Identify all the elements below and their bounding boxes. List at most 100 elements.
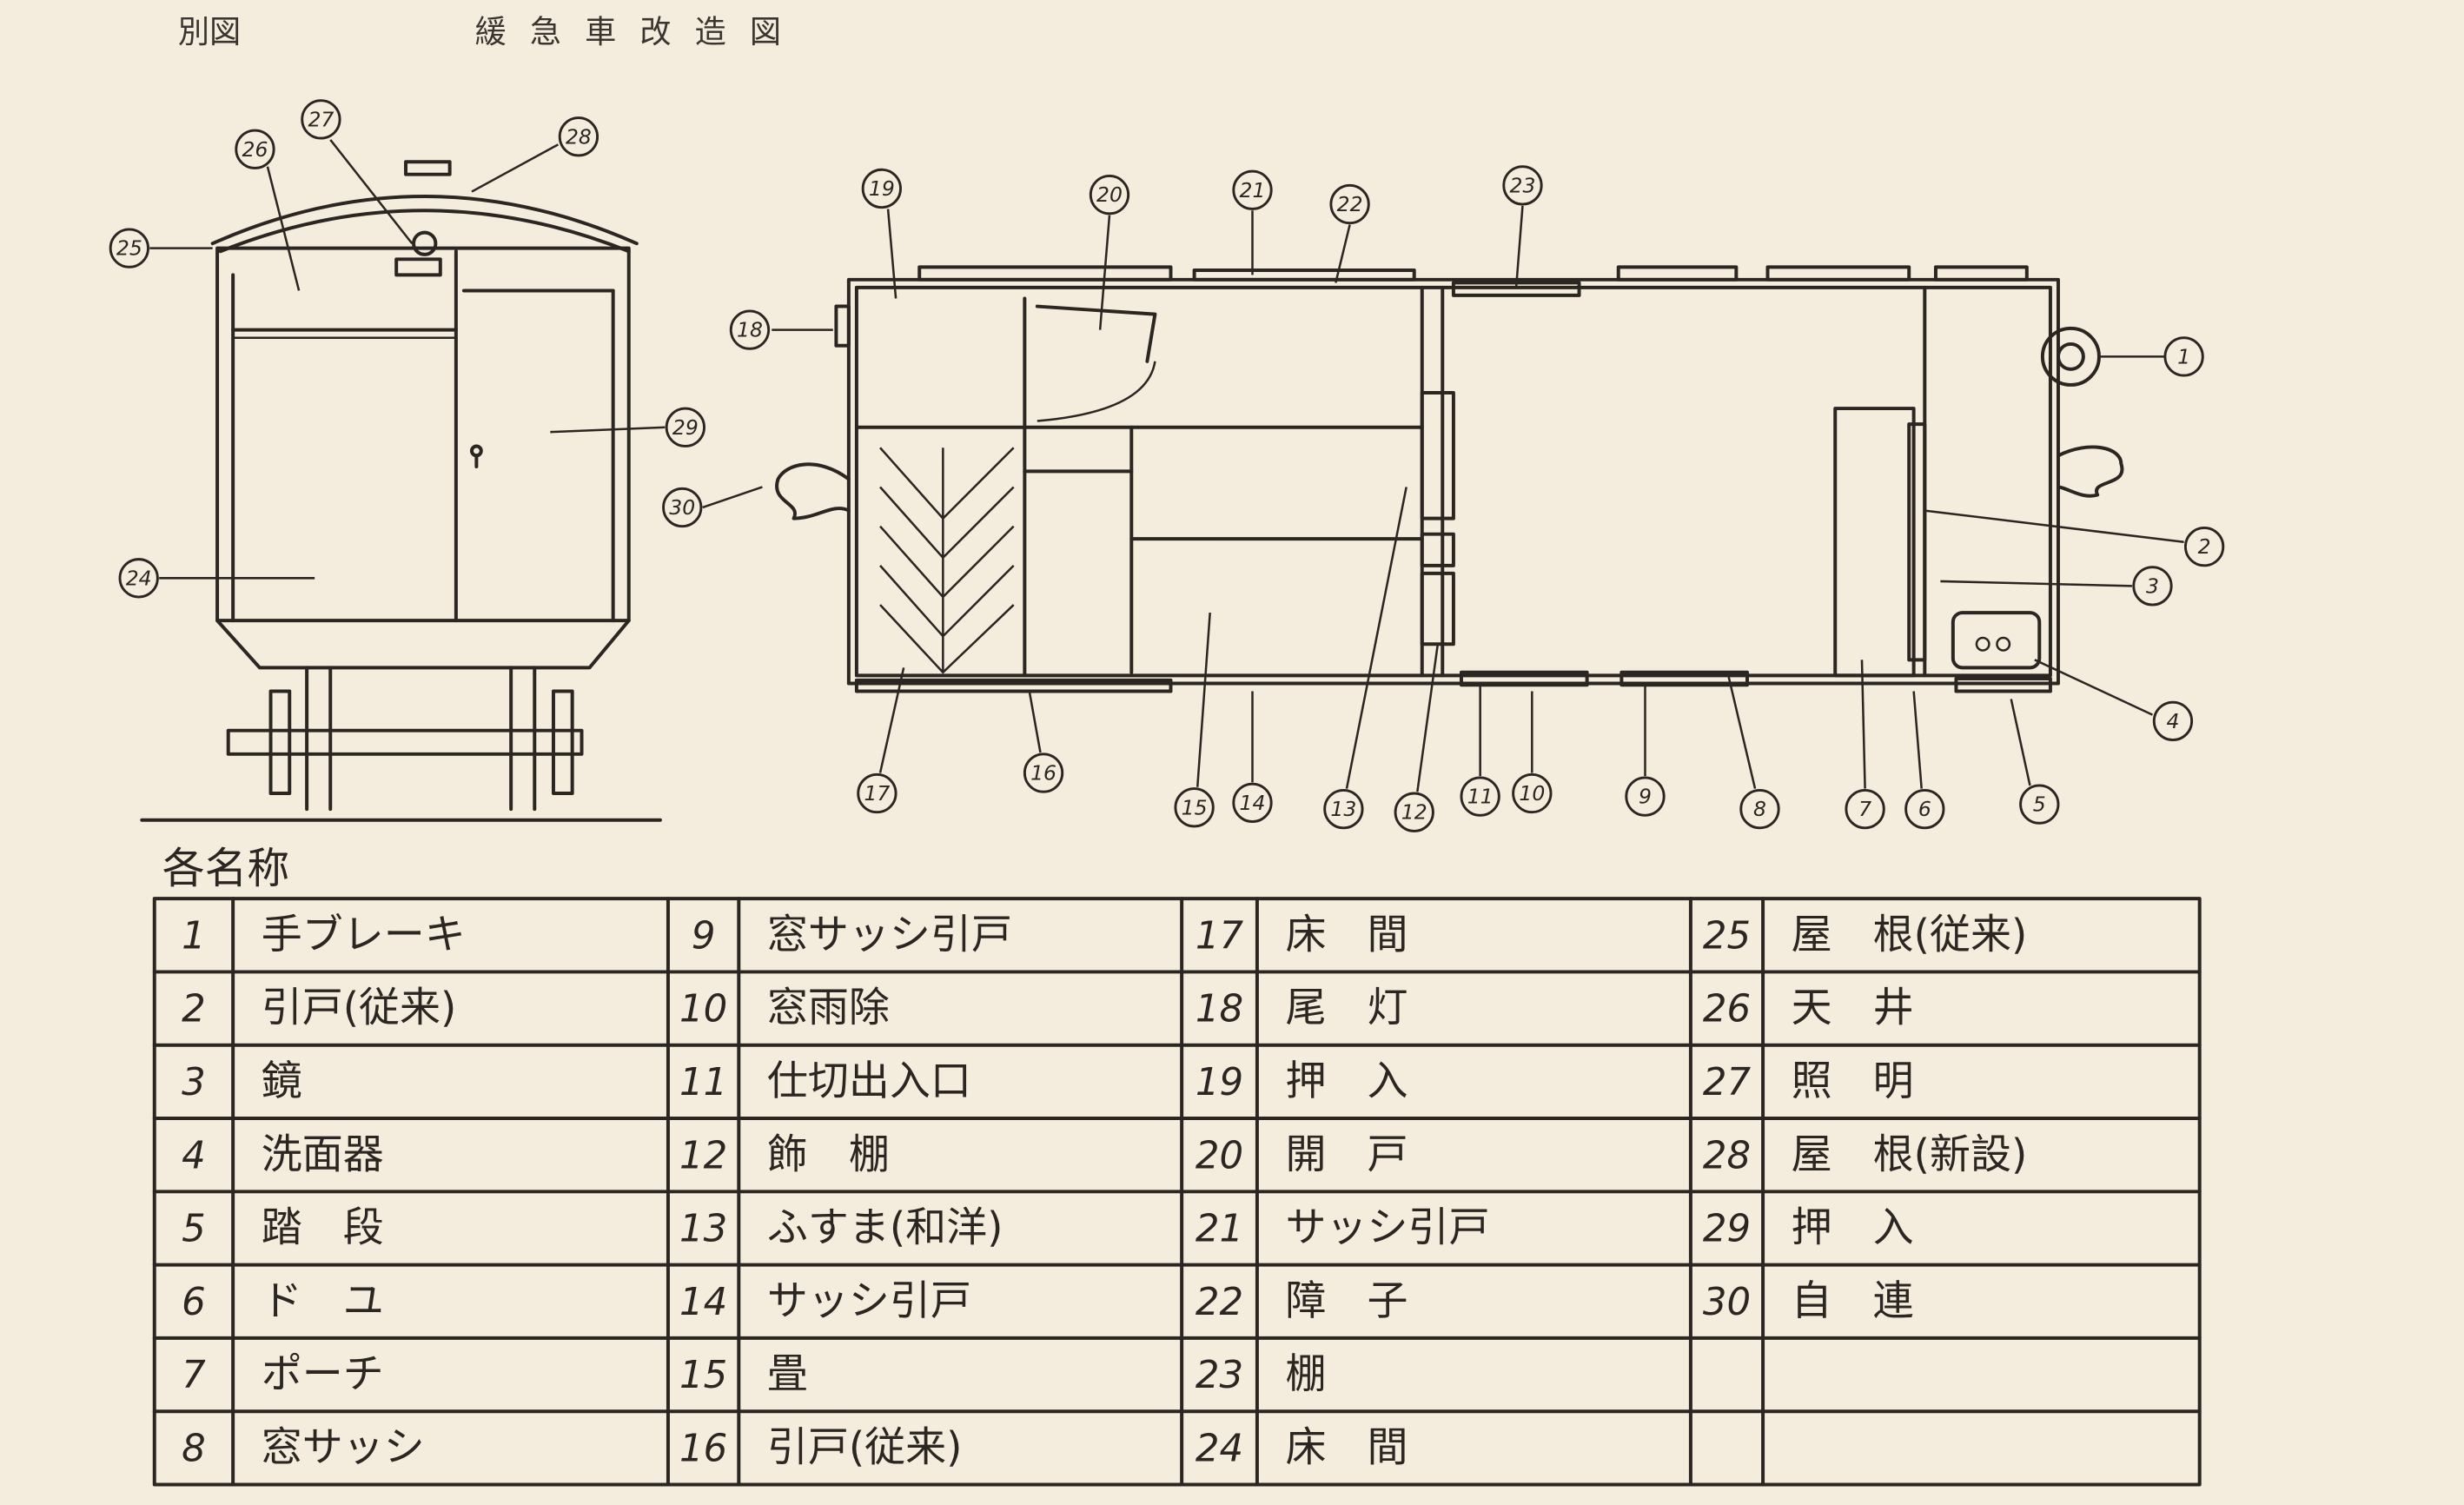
legend-item-number: 8 bbox=[182, 1428, 206, 1471]
callout-30: 30 bbox=[662, 487, 703, 528]
callout-17: 17 bbox=[857, 772, 898, 814]
svg-text:8: 8 bbox=[1753, 797, 1766, 821]
legend-item-name: 屋 根(従来) bbox=[1792, 911, 2028, 958]
svg-text:25: 25 bbox=[116, 236, 142, 261]
callout-28: 28 bbox=[558, 116, 599, 157]
svg-text:18: 18 bbox=[737, 318, 763, 342]
leader-lines bbox=[149, 139, 2184, 792]
figure-title: 緩急車改造図 bbox=[475, 13, 805, 50]
coupler-right bbox=[2056, 445, 2124, 498]
legend-item-number: 1 bbox=[182, 914, 206, 958]
legend-item-number: 23 bbox=[1196, 1354, 1243, 1397]
callout-8: 8 bbox=[1739, 788, 1780, 830]
legend-item-name: ポーチ bbox=[262, 1350, 384, 1398]
svg-text:13: 13 bbox=[1330, 797, 1356, 821]
legend-item-name: 鏡 bbox=[262, 1057, 302, 1105]
callout-11: 11 bbox=[1460, 776, 1500, 817]
legend-item-number: 18 bbox=[1196, 988, 1243, 1031]
legend-item-number: 15 bbox=[679, 1354, 727, 1397]
figure-label: 別図 bbox=[178, 13, 241, 50]
window-strips bbox=[854, 265, 2052, 693]
svg-text:14: 14 bbox=[1240, 791, 1266, 815]
legend-item-name: 照 明 bbox=[1792, 1057, 1914, 1105]
legend-item-name: 押 入 bbox=[1792, 1204, 1914, 1252]
callout-5: 5 bbox=[2019, 784, 2060, 825]
svg-text:1: 1 bbox=[2177, 344, 2190, 368]
legend-item-name: ふすま(和洋) bbox=[767, 1204, 1003, 1252]
legend-item-name: ド ユ bbox=[262, 1277, 384, 1325]
svg-text:9: 9 bbox=[1639, 785, 1652, 809]
legend-item-number: 4 bbox=[182, 1134, 206, 1177]
legend-item-name: 床 間 bbox=[1285, 1424, 1408, 1472]
legend-item-number: 14 bbox=[679, 1281, 727, 1324]
legend-item-name: 窓サッシ引戸 bbox=[767, 911, 1012, 958]
legend-item-number: 24 bbox=[1196, 1428, 1243, 1471]
svg-text:3: 3 bbox=[2146, 573, 2159, 598]
coupler-left bbox=[775, 462, 851, 520]
svg-text:5: 5 bbox=[2033, 792, 2046, 817]
callout-25: 25 bbox=[109, 228, 149, 269]
legend-item-number: 25 bbox=[1703, 914, 1751, 958]
hand-brake-wheel bbox=[2040, 326, 2101, 387]
callout-markers: 1 2 3 4 5 6 7 8 9 10 11 12 13 14 15 16 1… bbox=[109, 99, 2225, 832]
legend-item-name: 仕切出入口 bbox=[767, 1057, 971, 1105]
callout-27: 27 bbox=[301, 99, 341, 140]
svg-text:6: 6 bbox=[1918, 797, 1931, 821]
callout-19: 19 bbox=[861, 168, 902, 209]
callout-1: 1 bbox=[2163, 336, 2204, 377]
legend-item-number: 3 bbox=[182, 1061, 206, 1104]
legend-item-name: 自 連 bbox=[1792, 1277, 1914, 1325]
legend-item-number: 16 bbox=[679, 1428, 727, 1471]
svg-text:21: 21 bbox=[1240, 178, 1266, 202]
callout-20: 20 bbox=[1089, 175, 1130, 215]
legend-item-name: 引戸(従来) bbox=[262, 985, 457, 1032]
svg-text:24: 24 bbox=[126, 566, 152, 590]
callout-29: 29 bbox=[665, 407, 705, 448]
legend-item-name: 障 子 bbox=[1285, 1277, 1408, 1325]
legend-item-number: 9 bbox=[692, 914, 716, 958]
legend-item-name: サッシ引戸 bbox=[767, 1277, 971, 1325]
legend-item-name: 床 間 bbox=[1285, 911, 1408, 958]
callout-24: 24 bbox=[118, 558, 159, 599]
callout-15: 15 bbox=[1174, 787, 1215, 828]
svg-text:15: 15 bbox=[1182, 795, 1208, 819]
svg-text:26: 26 bbox=[242, 137, 268, 162]
legend-heading: 各名称 bbox=[162, 844, 289, 893]
callout-16: 16 bbox=[1023, 752, 1064, 793]
legend-item-number: 17 bbox=[1196, 914, 1244, 958]
callout-4: 4 bbox=[2152, 700, 2194, 741]
legend-item-name: 洗面器 bbox=[262, 1130, 384, 1178]
legend-item-number: 20 bbox=[1196, 1134, 1243, 1177]
svg-text:28: 28 bbox=[566, 124, 592, 149]
legend-item-number: 10 bbox=[679, 988, 727, 1031]
legend-item-number: 22 bbox=[1196, 1281, 1243, 1324]
legend-item-number: 6 bbox=[182, 1281, 206, 1324]
legend-item-name: 押 入 bbox=[1285, 1057, 1408, 1105]
legend-item-name: 引戸(従来) bbox=[767, 1424, 963, 1472]
legend-item-number: 12 bbox=[679, 1134, 727, 1177]
legend-item-name: 踏 段 bbox=[262, 1204, 384, 1252]
callout-7: 7 bbox=[1845, 788, 1885, 830]
legend-item-number: 5 bbox=[182, 1208, 206, 1251]
callout-18: 18 bbox=[729, 309, 771, 350]
svg-text:16: 16 bbox=[1030, 761, 1056, 786]
legend-item-name: 屋 根(新設) bbox=[1792, 1130, 2028, 1178]
legend-item-name: 天 井 bbox=[1792, 985, 1914, 1032]
svg-text:2: 2 bbox=[2198, 534, 2211, 559]
legend-item-name: 棚 bbox=[1285, 1350, 1326, 1398]
legend-item-name: 畳 bbox=[767, 1350, 808, 1398]
legend-item-number: 29 bbox=[1703, 1208, 1751, 1251]
svg-text:12: 12 bbox=[1401, 800, 1427, 825]
legend-item-name: 窓サッシ bbox=[262, 1424, 425, 1472]
svg-text:4: 4 bbox=[2166, 709, 2179, 733]
floor-plan-view bbox=[775, 265, 2124, 693]
callout-23: 23 bbox=[1502, 165, 1543, 206]
svg-text:29: 29 bbox=[672, 415, 699, 440]
callout-26: 26 bbox=[235, 129, 275, 169]
svg-text:7: 7 bbox=[1858, 797, 1871, 821]
svg-text:27: 27 bbox=[308, 107, 334, 131]
legend-item-number: 26 bbox=[1703, 988, 1751, 1031]
legend-item-number: 21 bbox=[1196, 1208, 1243, 1251]
